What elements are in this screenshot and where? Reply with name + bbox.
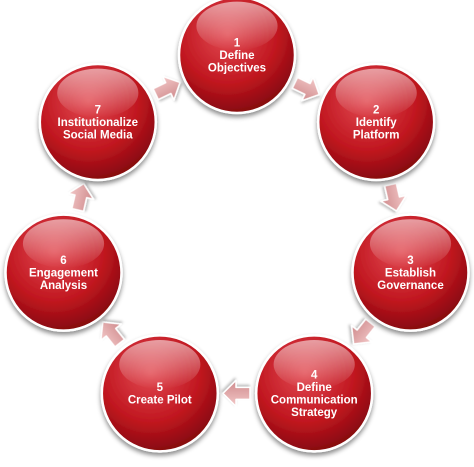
step-number: 2 — [373, 105, 379, 117]
step-label-line: Objectives — [208, 63, 266, 75]
step-label-line: Define — [297, 382, 332, 394]
step-label-line: Create Pilot — [128, 395, 192, 407]
step-highlight — [22, 219, 105, 268]
step-highlight — [335, 68, 417, 118]
step-number: 1 — [234, 38, 241, 50]
step-highlight — [119, 340, 201, 389]
step-label-line: Strategy — [291, 407, 338, 419]
step-number: 7 — [95, 105, 101, 117]
flow-arrow-5-to-6 — [100, 321, 126, 348]
step-number: 6 — [60, 255, 66, 267]
step-label-line: Engagement — [29, 268, 98, 280]
flow-arrow-6-to-7 — [67, 182, 95, 213]
step-label-line: Identify — [356, 117, 397, 129]
flow-arrow-7-to-1 — [152, 75, 181, 101]
flow-arrow-3-to-4 — [350, 318, 376, 345]
step-highlight — [369, 219, 452, 268]
step-number: 5 — [157, 382, 164, 394]
step-number: 3 — [407, 255, 413, 267]
step-label-line: Governance — [377, 280, 443, 292]
step-label-line: Communication — [271, 395, 358, 407]
step-number: 4 — [311, 370, 318, 382]
step-label-line: Define — [219, 50, 254, 62]
flow-arrow-4-to-5 — [222, 379, 251, 408]
step-label-line: Social Media — [63, 130, 133, 142]
step-highlight — [57, 68, 139, 118]
flow-arrow-1-to-2 — [291, 76, 320, 102]
step-highlight — [273, 340, 355, 389]
step-highlight — [196, 1, 278, 51]
step-label-line: Institutionalize — [58, 117, 139, 129]
flow-arrow-2-to-3 — [380, 182, 408, 212]
step-label-line: Analysis — [40, 280, 87, 292]
step-label-line: Platform — [353, 130, 400, 142]
step-label-line: Establish — [385, 268, 436, 280]
